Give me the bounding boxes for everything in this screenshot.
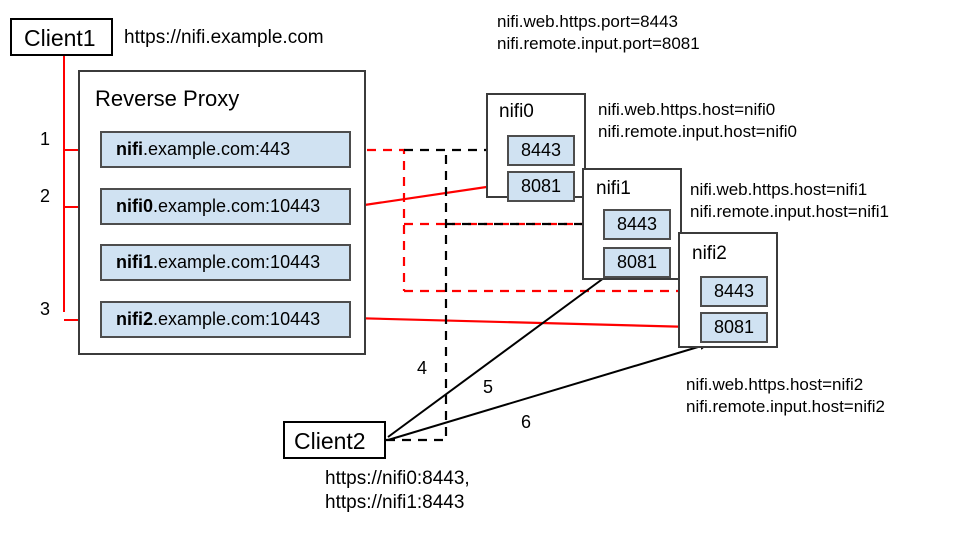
flow-number-2: 2 bbox=[40, 186, 51, 206]
global-prop-remote-port: nifi.remote.input.port=8081 bbox=[497, 34, 700, 53]
flow-number-6: 6 bbox=[521, 412, 532, 432]
proxy-entry-nifi0-host: nifi0 bbox=[116, 196, 154, 216]
nifi0-prop-https-host: nifi.web.https.host=nifi0 bbox=[598, 100, 776, 119]
nifi0-port-8443[interactable]: 8443 bbox=[507, 135, 575, 166]
nifi0-title: nifi0 bbox=[499, 101, 534, 122]
proxy-nifi2-to-8081 bbox=[350, 316, 693, 331]
flow-number-3: 3 bbox=[40, 299, 51, 319]
nifi2-title: nifi2 bbox=[692, 243, 727, 264]
flow-number-5: 5 bbox=[483, 377, 494, 397]
flow-number-1: 1 bbox=[40, 129, 51, 149]
nifi0-prop-remote-host: nifi.remote.input.host=nifi0 bbox=[598, 122, 797, 141]
proxy-entry-nifi0[interactable]: nifi0.example.com:10443 bbox=[100, 188, 351, 225]
nifi1-port-8443[interactable]: 8443 bbox=[603, 209, 671, 240]
nifi1-prop-https-host: nifi.web.https.host=nifi1 bbox=[690, 180, 868, 199]
client2-url-line1: https://nifi0:8443, bbox=[325, 468, 470, 489]
proxy-entry-nifi-rest: .example.com:443 bbox=[143, 139, 291, 159]
nifi2-prop-https-host: nifi.web.https.host=nifi2 bbox=[686, 375, 864, 394]
client2-url-line2: https://nifi1:8443 bbox=[325, 492, 465, 513]
client1-label: Client1 bbox=[24, 25, 96, 51]
proxy-entry-nifi1-rest: .example.com:10443 bbox=[153, 252, 321, 272]
proxy-entry-nifi1[interactable]: nifi1.example.com:10443 bbox=[100, 244, 351, 281]
proxy-443-dashed-fanout bbox=[351, 146, 701, 295]
proxy-entry-nifi1-host: nifi1 bbox=[116, 252, 154, 272]
client2-dashed-trunk bbox=[386, 150, 448, 442]
nifi2-port-8081[interactable]: 8081 bbox=[700, 312, 768, 343]
client2-to-nifi2-8081 bbox=[387, 342, 709, 441]
proxy-entry-nifi2-host: nifi2 bbox=[116, 309, 154, 329]
global-prop-https-port: nifi.web.https.port=8443 bbox=[497, 12, 678, 31]
reverse-proxy-title: Reverse Proxy bbox=[95, 86, 240, 111]
proxy-entry-nifi-host: nifi bbox=[116, 139, 143, 159]
proxy-nifi0-to-8081 bbox=[350, 182, 501, 209]
flow-number-4: 4 bbox=[417, 358, 428, 378]
proxy-entry-nifi2-rest: .example.com:10443 bbox=[153, 309, 321, 329]
nifi1-port-8081[interactable]: 8081 bbox=[603, 247, 671, 278]
nifi2-prop-remote-host: nifi.remote.input.host=nifi2 bbox=[686, 397, 885, 416]
client2-box[interactable] bbox=[283, 421, 386, 459]
proxy-entry-nifi0-rest: .example.com:10443 bbox=[153, 196, 321, 216]
nifi0-port-8081[interactable]: 8081 bbox=[507, 171, 575, 202]
client2-to-nifi1-8081 bbox=[387, 271, 613, 438]
proxy-entry-nifi[interactable]: nifi.example.com:443 bbox=[100, 131, 351, 168]
nifi1-title: nifi1 bbox=[596, 178, 631, 199]
nifi2-port-8443[interactable]: 8443 bbox=[700, 276, 768, 307]
client1-box[interactable] bbox=[10, 18, 113, 56]
client2-label: Client2 bbox=[294, 428, 366, 454]
nifi1-prop-remote-host: nifi.remote.input.host=nifi1 bbox=[690, 202, 889, 221]
proxy-entry-nifi2[interactable]: nifi2.example.com:10443 bbox=[100, 301, 351, 338]
client1-url: https://nifi.example.com bbox=[124, 27, 324, 48]
